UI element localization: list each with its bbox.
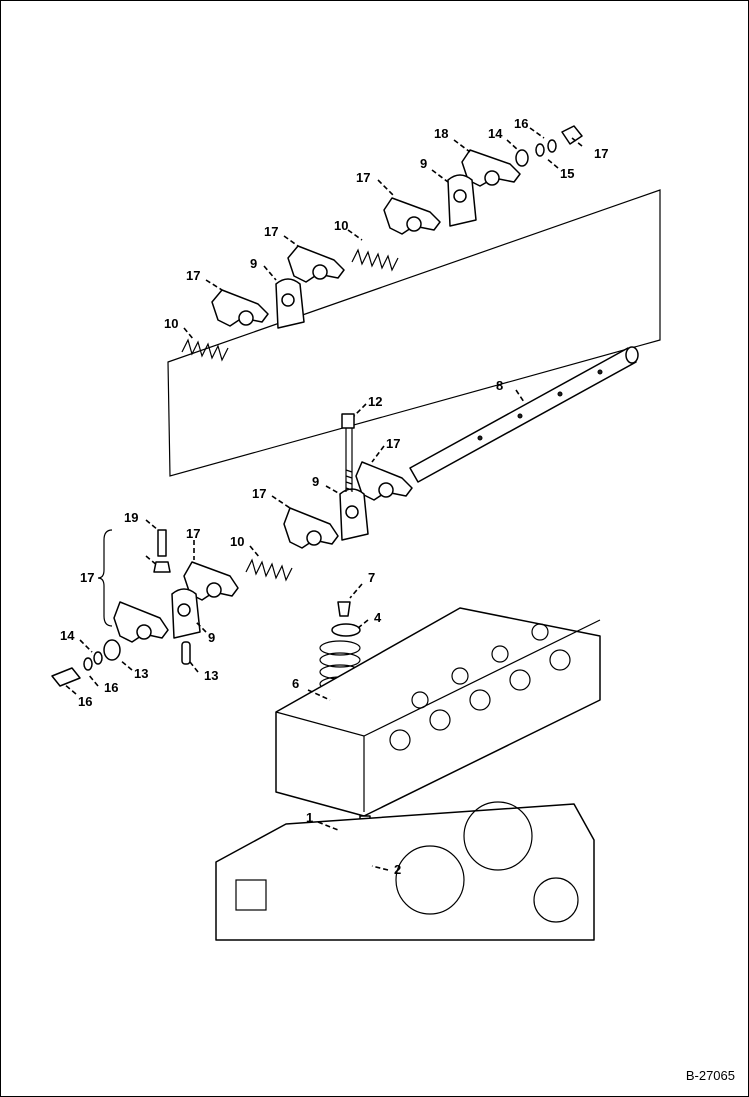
callout-10: 10 bbox=[230, 534, 244, 549]
cylinder-head bbox=[275, 607, 601, 817]
callout-15: 16 bbox=[104, 680, 118, 695]
figure-reference-number: B-27065 bbox=[685, 1068, 735, 1083]
callout-11: 12 bbox=[368, 394, 382, 409]
callout-16: 16 bbox=[78, 694, 92, 709]
callout-13: 14 bbox=[488, 126, 503, 141]
plug-bolt-upper bbox=[561, 125, 583, 145]
callout-labels: 18 14 16 17 15 9 17 10 17 9 17 10 8 12 1… bbox=[60, 116, 608, 877]
rocker-support-upper-2 bbox=[275, 278, 305, 329]
dowel-pin bbox=[181, 641, 191, 665]
callout-10: 10 bbox=[334, 218, 348, 233]
spring-upper-1 bbox=[351, 248, 399, 272]
adjusting-screw bbox=[153, 529, 171, 573]
rocker-arm-lower-3 bbox=[183, 561, 239, 601]
rocker-arm-upper-2 bbox=[383, 197, 441, 235]
callout-4: 4 bbox=[374, 610, 382, 625]
callout-9: 9 bbox=[420, 156, 427, 171]
callout-17: 17 bbox=[264, 224, 278, 239]
assembly-bracket bbox=[97, 529, 113, 627]
callout-10: 10 bbox=[164, 316, 178, 331]
rocker-arm-upper-3 bbox=[287, 245, 345, 283]
support-bolt bbox=[341, 413, 355, 492]
rocker-arm-lower-2 bbox=[283, 507, 339, 549]
rocker-arm-lower-1 bbox=[355, 461, 413, 501]
rocker-arm-lower-4 bbox=[113, 601, 169, 643]
callout-7: 7 bbox=[368, 570, 375, 585]
washers-upper bbox=[515, 139, 557, 167]
plug-bolt-lower bbox=[51, 667, 81, 687]
callout-9: 9 bbox=[250, 256, 257, 271]
rocker-support-lower-2 bbox=[171, 588, 201, 639]
rocker-arm-upper-1 bbox=[461, 149, 521, 187]
callout-14: 15 bbox=[560, 166, 574, 181]
bracket-label-17: 17 bbox=[80, 570, 94, 585]
callout-1: 1 bbox=[306, 810, 313, 825]
callout-17: 18 bbox=[434, 126, 448, 141]
callout-8: 8 bbox=[496, 378, 503, 393]
rocker-support-lower-1 bbox=[339, 488, 369, 541]
callout-17: 17 bbox=[356, 170, 370, 185]
washers-lower bbox=[83, 639, 121, 671]
callout-2: 2 bbox=[394, 862, 401, 877]
valve-spring-retainer bbox=[331, 623, 361, 637]
callout-15: 16 bbox=[514, 116, 528, 131]
leader-lines bbox=[63, 127, 583, 871]
callout-9: 9 bbox=[312, 474, 319, 489]
rocker-support-upper-1 bbox=[447, 174, 477, 227]
callout-14: 14 bbox=[60, 628, 75, 643]
upper-assembly-outline bbox=[167, 189, 661, 477]
engine-block bbox=[215, 801, 595, 941]
rocker-arm-upper-4 bbox=[211, 289, 269, 327]
callout-12: 13 bbox=[204, 668, 218, 683]
callout-16: 17 bbox=[594, 146, 608, 161]
callout-18: 19 bbox=[124, 510, 138, 525]
spring-upper-2 bbox=[181, 338, 229, 362]
spring-lower bbox=[245, 558, 293, 582]
callout-17: 17 bbox=[386, 436, 400, 451]
valve-cotter bbox=[337, 601, 351, 617]
callout-17: 17 bbox=[186, 268, 200, 283]
rocker-shaft bbox=[409, 346, 639, 483]
callout-6: 6 bbox=[292, 676, 299, 691]
callout-9: 9 bbox=[208, 630, 215, 645]
callout-17: 17 bbox=[186, 526, 200, 541]
callout-13: 13 bbox=[134, 666, 148, 681]
callout-17: 17 bbox=[252, 486, 266, 501]
